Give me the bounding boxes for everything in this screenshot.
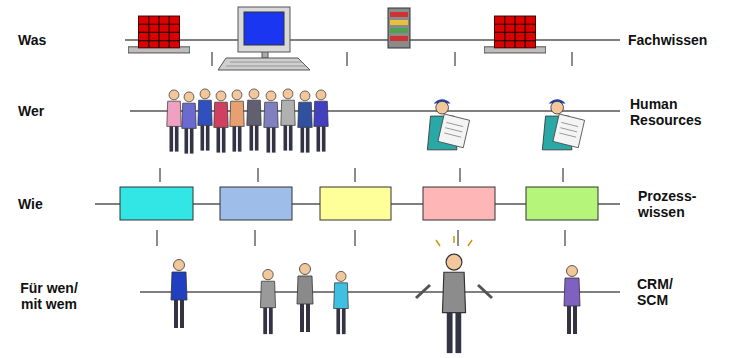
row-line — [140, 291, 620, 293]
process-steps — [120, 187, 598, 220]
keyboard — [218, 58, 310, 70]
person-figure — [247, 89, 261, 151]
supplier-figure — [564, 266, 580, 335]
person-figure — [281, 89, 295, 151]
person-figure — [334, 271, 349, 334]
tick-mark — [157, 230, 565, 246]
confused-figure — [416, 236, 492, 353]
tick-mark — [160, 168, 563, 182]
row-label: Wer — [18, 103, 78, 119]
computer-icon — [218, 7, 310, 70]
rack-slot — [390, 20, 408, 25]
worker-figure — [427, 99, 469, 150]
row-line — [125, 39, 620, 41]
puzzle-marks — [436, 236, 472, 246]
tick-marks — [157, 52, 572, 246]
person-figure — [182, 92, 196, 154]
monitor — [238, 7, 290, 52]
customer-figure — [171, 260, 187, 329]
rack-slot — [390, 28, 408, 33]
worker-figure — [542, 99, 584, 150]
person-figure — [198, 89, 212, 151]
row-label: Fachwissen — [628, 32, 733, 48]
rack-slot — [390, 36, 408, 41]
process-step — [423, 187, 495, 220]
row-label: Was — [18, 32, 78, 48]
row-label: CRM/ SCM — [637, 276, 685, 308]
rack-slot — [390, 12, 408, 17]
person-figure — [167, 90, 181, 152]
red-block-icon — [128, 16, 190, 53]
process-step — [220, 187, 292, 220]
team-group — [167, 89, 328, 154]
screen — [244, 12, 284, 45]
person-figure — [297, 264, 313, 333]
row-label: Human Resources — [630, 96, 725, 128]
person-figure — [214, 91, 228, 153]
handshake-group — [260, 264, 348, 335]
raised-arms — [416, 285, 492, 298]
red-block-icon — [484, 16, 546, 53]
row-label: Für wen/ mit wem — [10, 280, 88, 312]
keyboard-keys — [226, 62, 306, 66]
person-figure — [314, 90, 328, 152]
person-figure — [260, 269, 275, 334]
person-figure — [264, 91, 278, 153]
person-figure — [298, 91, 312, 153]
row-label: Prozess- wissen — [638, 188, 708, 220]
person-figure — [442, 254, 465, 353]
process-step — [120, 187, 193, 220]
process-step — [320, 187, 391, 220]
process-step — [526, 187, 598, 220]
rack — [388, 8, 410, 48]
row-lines — [95, 40, 620, 292]
row-label: Wie — [18, 196, 78, 212]
server-rack-icon — [388, 8, 410, 48]
person-figure — [230, 90, 244, 152]
